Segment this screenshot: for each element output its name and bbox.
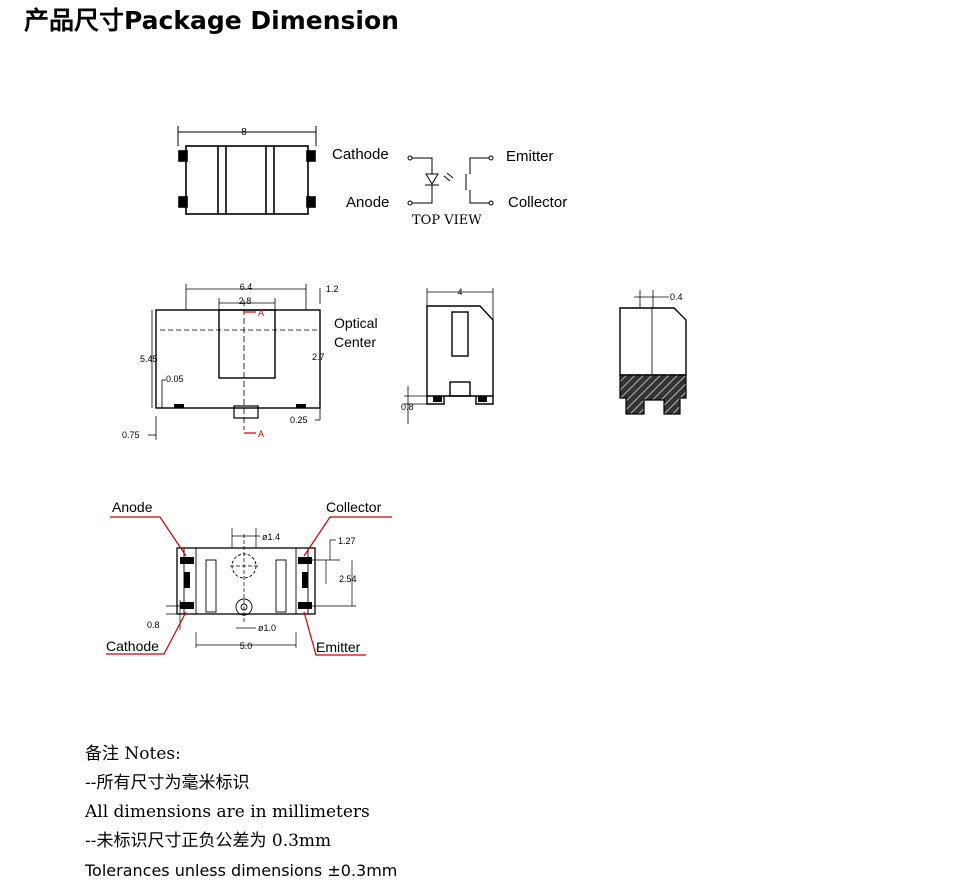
bottom-clip-left xyxy=(184,572,190,588)
bottom-pad-emitter xyxy=(298,602,312,609)
notes-heading: 备注 Notes: xyxy=(85,744,181,764)
dim-pitch-1-27: 1.27 xyxy=(338,536,356,546)
dim-1-2: 1.2 xyxy=(326,284,339,294)
side-view-outline xyxy=(404,288,494,424)
schematic-anode-label: Anode xyxy=(346,194,389,211)
dim-spacing-2-54: 2.54 xyxy=(339,574,357,584)
dim-window-2-8: 2.8 xyxy=(239,296,252,306)
schematic-collector-label: Collector xyxy=(508,194,567,211)
schematic-view-label: TOP VIEW xyxy=(412,213,482,228)
notes-block: 备注 Notes: --所有尺寸为毫米标识 All dimensions are… xyxy=(85,740,397,885)
dim-0-05: 0.05 xyxy=(166,374,184,384)
side-lead-left xyxy=(433,396,442,402)
dim-width-6-4: 6.4 xyxy=(240,282,253,292)
dim-0-25: 0.25 xyxy=(290,415,308,425)
schematic-emitter-label: Emitter xyxy=(506,148,554,165)
dim-overall-length: 8 xyxy=(241,127,247,138)
dim-pad-0-8: 0.8 xyxy=(147,620,160,630)
bottom-emitter-label: Emitter xyxy=(316,639,361,655)
notes-line-1: --所有尺寸为毫米标识 xyxy=(85,773,250,793)
pin-leaders xyxy=(106,516,392,656)
section-view-outline xyxy=(619,290,687,376)
optical-center-label-1: Optical xyxy=(334,315,378,331)
section-markers xyxy=(244,311,256,434)
dim-side-4: 4 xyxy=(457,287,462,297)
bottom-anode-label: Anode xyxy=(112,499,153,515)
side-lead-right xyxy=(478,396,487,402)
dim-length-5-0: 5.0 xyxy=(240,641,253,651)
bottom-cathode-label: Cathode xyxy=(106,638,159,654)
dim-hole-1-4: ø1.4 xyxy=(262,532,280,542)
dim-5-45: 5.45 xyxy=(140,354,158,364)
dim-0-75: 0.75 xyxy=(122,430,140,440)
page-title: 产品尺寸Package Dimension xyxy=(24,6,399,35)
section-marker-top: A xyxy=(258,308,264,318)
top-package-outline xyxy=(177,126,317,215)
notes-line-4: Tolerances unless dimensions ±0.3mm xyxy=(85,861,398,880)
bottom-pad-collector xyxy=(298,557,312,564)
notes-line-2: All dimensions are in millimeters xyxy=(85,802,370,822)
dim-side-0-8: 0.8 xyxy=(401,402,414,412)
bottom-clip-right xyxy=(302,572,308,588)
bottom-collector-label: Collector xyxy=(326,499,382,515)
notes-line-3: --未标识尺寸正负公差为 0.3mm xyxy=(85,831,332,851)
section-view-hatched-base xyxy=(619,374,687,415)
bottom-pad-cathode xyxy=(180,602,194,609)
optical-center-label-2: Center xyxy=(334,334,376,350)
schematic-cathode-label: Cathode xyxy=(332,146,389,163)
bottom-pad-anode xyxy=(180,557,194,564)
dim-2-7: 2.7 xyxy=(312,352,325,362)
section-marker-bottom: A xyxy=(258,429,264,439)
dim-section-0-4: 0.4 xyxy=(670,292,683,302)
front-lead-left xyxy=(174,404,184,408)
front-lead-right xyxy=(296,404,306,408)
dim-hole-1-0: ø1.0 xyxy=(258,623,276,633)
optocoupler-symbol xyxy=(407,155,494,206)
front-view-outline xyxy=(148,284,321,440)
